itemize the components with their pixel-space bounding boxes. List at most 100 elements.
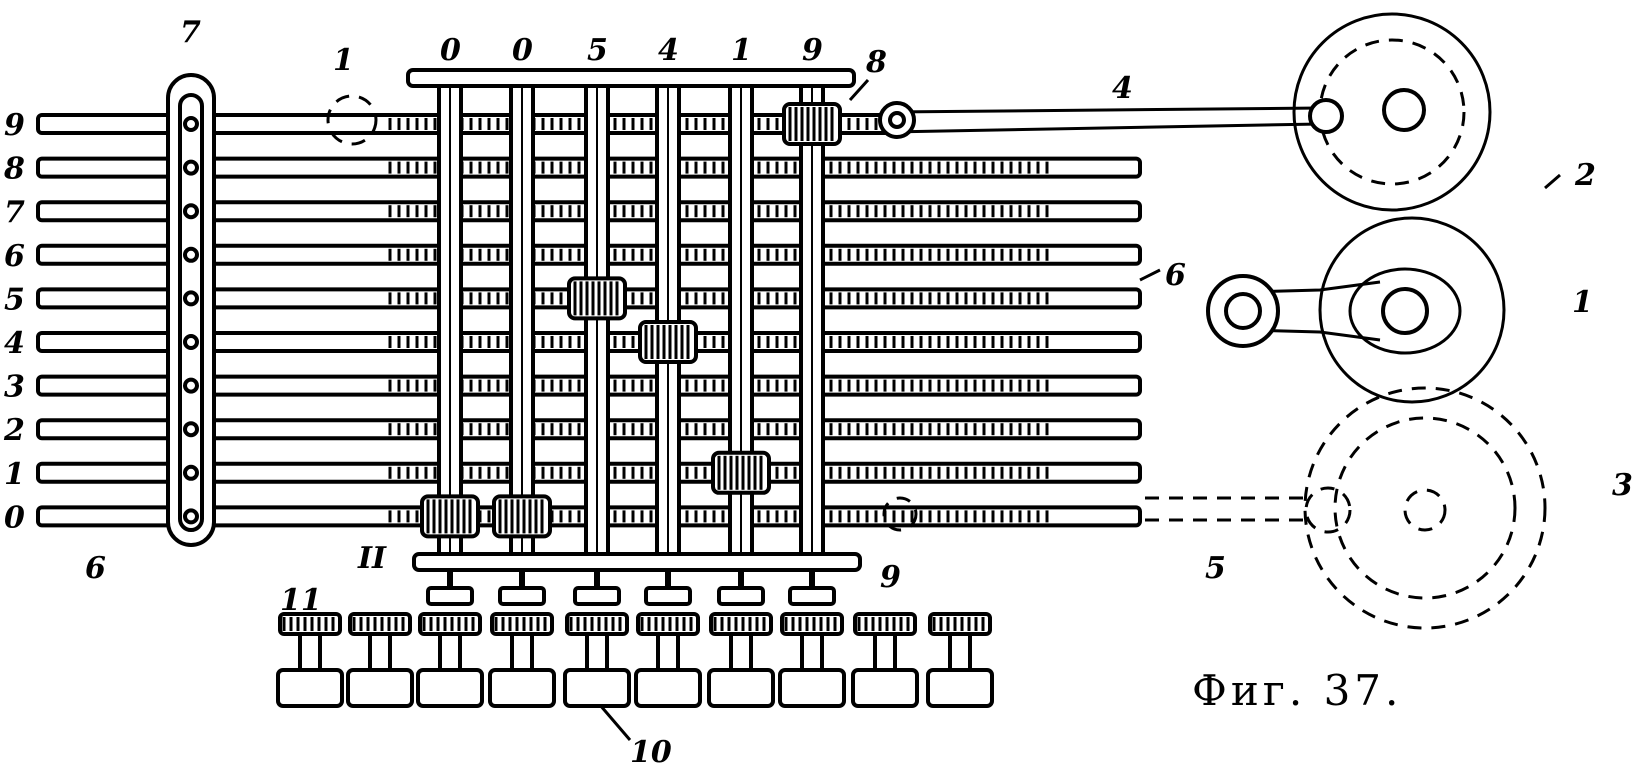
gear-1-outline	[326, 94, 378, 146]
slider-gear-column-2	[492, 494, 552, 539]
key-button	[276, 668, 344, 708]
key-8	[778, 570, 846, 708]
upper-gear	[644, 586, 692, 606]
key-stem	[368, 632, 392, 672]
wheel-1-boss	[1348, 267, 1462, 355]
key-6	[634, 570, 702, 708]
key-button	[851, 668, 919, 708]
lever-4-top-edge	[889, 106, 1321, 114]
key-gear	[490, 612, 554, 636]
slider-gear-column-6	[782, 102, 842, 146]
dashed-pin	[882, 496, 918, 532]
upper-gear	[498, 586, 546, 606]
callout-11: 11	[280, 583, 322, 618]
wheel-3-hub	[1403, 488, 1447, 532]
comb-hole	[183, 116, 199, 132]
key-9	[851, 612, 919, 708]
row-label-4: 4	[4, 326, 25, 361]
comb-inner	[178, 93, 204, 532]
wheel-3-pin	[1304, 486, 1352, 534]
key-gear	[853, 612, 917, 636]
key-stem	[510, 632, 534, 672]
wheel-1-hub	[1381, 287, 1429, 335]
comb-hole	[183, 203, 199, 220]
callout-7: 7	[180, 15, 201, 50]
wheel-2-crank-pin	[1308, 98, 1344, 134]
column-digit-4: 4	[658, 33, 679, 68]
callout-3: 3	[1612, 468, 1633, 503]
lever-4-pin	[888, 111, 906, 129]
column-digit-5: 1	[731, 33, 752, 68]
wheel-assembly	[326, 12, 1547, 630]
key-5	[563, 570, 631, 708]
key-4	[488, 570, 556, 708]
row-label-6: 6	[4, 239, 25, 274]
key-button	[416, 668, 484, 708]
top-bar-8	[406, 68, 856, 88]
row-label-5: 5	[4, 282, 25, 317]
wheel-3-pitch-circle	[1333, 416, 1517, 600]
callout-II: II	[357, 541, 387, 576]
key-button	[778, 668, 846, 708]
slider-gear-column-3	[567, 276, 627, 321]
key-stem	[438, 632, 462, 672]
comb-hole	[183, 464, 199, 481]
upper-gear	[426, 586, 474, 606]
key-button	[634, 668, 702, 708]
upper-gear	[788, 586, 836, 606]
row-label-1: 1	[4, 457, 25, 492]
wheel-2-hub	[1382, 88, 1426, 132]
digit-sliders	[420, 102, 842, 539]
lever-4-bottom-edge	[889, 122, 1321, 134]
key-stem	[800, 632, 824, 672]
key-stem	[298, 632, 322, 672]
callout-5: 5	[1205, 551, 1226, 586]
key-stem	[729, 632, 753, 672]
row-label-3: 3	[4, 370, 25, 405]
dashed-link-5	[1145, 496, 1310, 522]
key-stem	[656, 632, 680, 672]
column-digit-6: 9	[802, 33, 823, 68]
comb-hole	[183, 334, 199, 350]
callout-1-wheel: 1	[1572, 285, 1593, 320]
key-gear	[348, 612, 412, 636]
callout-1: 1	[333, 43, 354, 78]
callout-4: 4	[1112, 71, 1133, 106]
row-label-7: 7	[4, 195, 25, 230]
slider-gear-column-5	[711, 450, 771, 495]
wheel-1-arm-hole	[1224, 292, 1262, 330]
slider-gear-column-4	[638, 320, 698, 364]
key-gear	[636, 612, 700, 636]
wheel-1	[1318, 216, 1506, 404]
key-gear	[709, 612, 773, 636]
column-digit-2: 0	[512, 33, 533, 68]
callout-9: 9	[880, 560, 901, 595]
callout-10: 10	[630, 735, 672, 770]
row-label-8: 8	[3, 152, 25, 187]
key-3	[416, 570, 484, 708]
callout-2: 2	[1574, 158, 1596, 193]
key-row	[276, 570, 994, 708]
key-gear	[565, 612, 629, 636]
key-gear	[780, 612, 844, 636]
comb-slot-7	[166, 73, 216, 547]
upper-gear	[717, 586, 765, 606]
key-gear	[418, 612, 482, 636]
key-7	[707, 570, 775, 708]
row-label-9: 9	[4, 108, 25, 143]
callout-8: 8	[865, 45, 887, 80]
key-button	[926, 668, 994, 708]
wheel-2	[1292, 12, 1492, 212]
row-label-2: 2	[3, 413, 25, 448]
column-digit-1: 0	[440, 33, 461, 68]
key-1	[276, 612, 344, 708]
slider-gear-column-1	[420, 494, 480, 539]
figure-caption: Фиг. 37.	[1192, 666, 1402, 715]
column-digit-3: 5	[587, 33, 608, 68]
key-2	[346, 612, 414, 708]
callout-6-left: 6	[85, 551, 106, 586]
key-button	[563, 668, 631, 708]
upper-gear	[573, 586, 621, 606]
